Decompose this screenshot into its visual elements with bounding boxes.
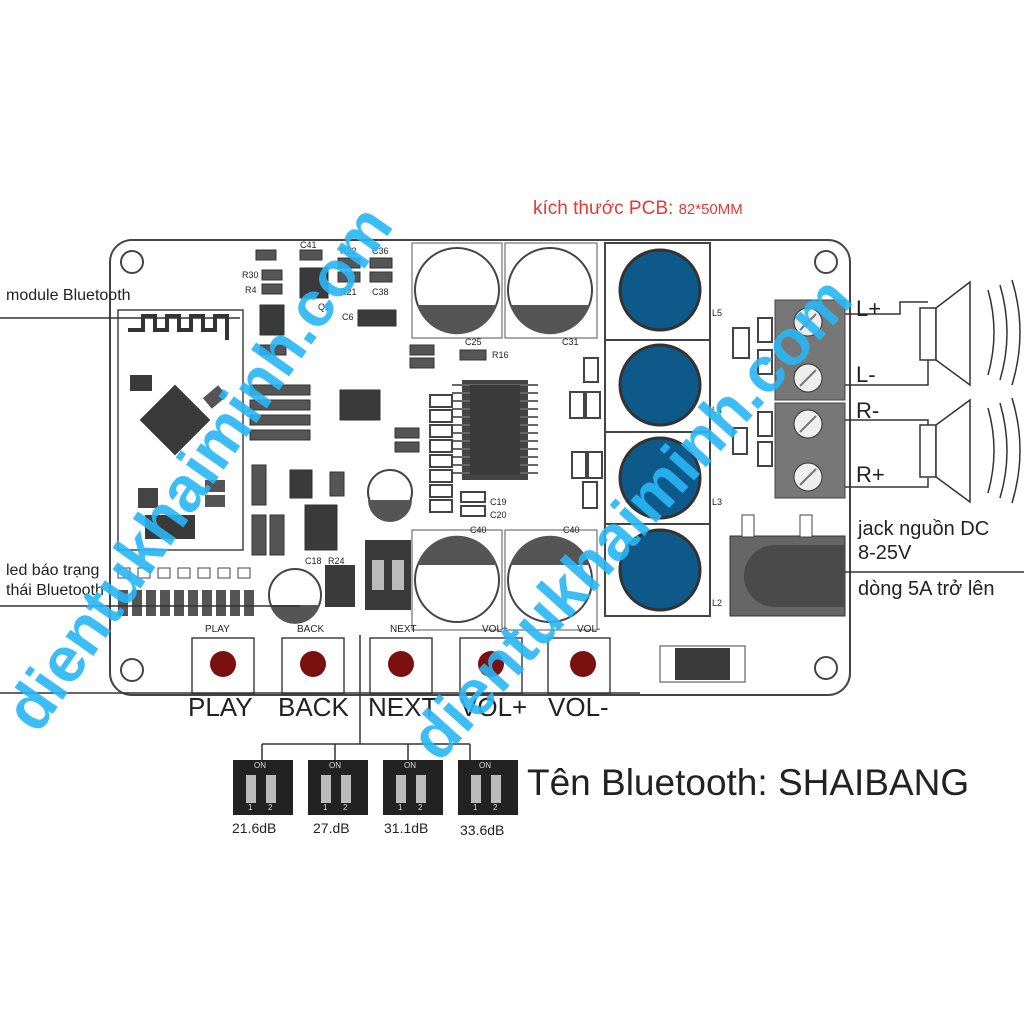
terminal-r-plus: R+ <box>856 462 885 487</box>
silk-next: NEXT <box>390 624 417 635</box>
screw-terminal-left <box>774 299 846 401</box>
silk-q2: Q2 <box>318 302 331 312</box>
silk-c38: C38 <box>372 287 389 297</box>
leader-lines <box>0 317 1024 760</box>
ic-small <box>325 565 355 607</box>
silk-vol-minus: VOL- <box>577 624 601 635</box>
switch-pos-1: 1 <box>398 803 403 812</box>
switch-pos-1: 1 <box>473 803 478 812</box>
gain-switch-31-1db <box>383 760 443 815</box>
status-leds <box>117 567 251 579</box>
silk-r30: R30 <box>242 270 259 280</box>
capacitor-c40 <box>504 529 598 631</box>
switch-on-label: ON <box>479 761 491 770</box>
silk-r22: R22 <box>340 246 357 256</box>
pcb-size-label: kích thước PCB: <box>533 198 674 219</box>
button-label-back: BACK <box>278 692 349 722</box>
bluetooth-name: Tên Bluetooth: SHAIBANG <box>527 762 970 803</box>
small-capacitor <box>367 469 413 522</box>
silk-c40-a: C40 <box>470 525 487 535</box>
dc-jack <box>729 514 846 617</box>
button-label-play: PLAY <box>188 692 253 722</box>
inductor-l5 <box>604 242 711 341</box>
pcb-size-value: 82*50MM <box>678 201 743 218</box>
switch-pos-2: 2 <box>493 803 498 812</box>
switch-pos-1: 1 <box>248 803 253 812</box>
button-label-vol-plus: VOL+ <box>460 692 528 722</box>
silk-play: PLAY <box>205 624 230 635</box>
mount-hole <box>814 250 838 274</box>
silk-l2: L2 <box>712 598 723 608</box>
pcb-size-title: kích thước PCB: 82*50MM <box>533 198 743 220</box>
silk-c40-b: C40 <box>563 525 580 535</box>
speaker-right <box>919 397 1021 504</box>
silk-r24: R24 <box>328 556 345 566</box>
silk-c6: C6 <box>342 312 354 322</box>
switch-pos-1: 1 <box>323 803 328 812</box>
resistor-column <box>429 394 486 517</box>
screw-terminal-right <box>774 402 846 499</box>
terminal-r-minus: R- <box>856 398 880 423</box>
small-capacitor <box>268 568 322 624</box>
button-label-next: NEXT <box>368 692 438 722</box>
mount-hole <box>120 658 144 682</box>
terminal-l-minus: L- <box>856 362 876 387</box>
silk-c18: C18 <box>305 556 322 566</box>
label-dc-jack-3: dòng 5A trở lên <box>858 578 995 600</box>
bluetooth-module <box>117 309 244 551</box>
silk-l3: L3 <box>712 497 723 507</box>
silk-c36: C36 <box>372 246 389 256</box>
label-led-status-2: thái Bluetooth <box>6 582 104 599</box>
silk-c41: C41 <box>300 240 317 250</box>
silk-r4: R4 <box>245 285 257 295</box>
silk-c31: C31 <box>562 337 579 347</box>
gain-label-27db: 27.dB <box>313 820 350 836</box>
amplifier-ic <box>452 380 538 480</box>
gain-label-21-6db: 21.6dB <box>232 820 277 836</box>
gain-label-33-6db: 33.6dB <box>460 822 505 838</box>
gain-label-31-1db: 31.1dB <box>384 820 429 836</box>
silk-l4: L4 <box>712 405 723 415</box>
inductor-l4 <box>604 339 711 433</box>
speaker-wiring <box>845 301 929 488</box>
label-led-status-1: led báo trạng <box>6 562 100 579</box>
gain-switch-27db <box>308 760 368 815</box>
button-label-vol-minus: VOL- <box>548 692 609 722</box>
switch-pos-2: 2 <box>343 803 348 812</box>
silk-vol-plus: VOL+ <box>482 624 508 635</box>
mount-hole <box>120 250 144 274</box>
smd-components-right <box>569 317 773 509</box>
label-dc-jack-2: 8-25V <box>858 542 912 564</box>
switch-on-label: ON <box>254 761 266 770</box>
onboard-dip-switch <box>365 540 411 610</box>
button-caps <box>210 651 596 677</box>
switch-pos-2: 2 <box>418 803 423 812</box>
mount-hole <box>814 656 838 680</box>
silk-r16: R16 <box>492 350 509 360</box>
label-dc-jack-1: jack nguồn DC <box>858 518 990 540</box>
switch-pos-2: 2 <box>268 803 273 812</box>
gain-switch-33-6db <box>458 760 518 815</box>
silk-c20: C20 <box>490 510 507 520</box>
switch-on-label: ON <box>404 761 416 770</box>
silk-r21: R21 <box>340 287 357 297</box>
silk-c25: C25 <box>465 337 482 347</box>
silk-l5: L5 <box>712 308 723 318</box>
terminal-l-plus: L+ <box>856 296 882 321</box>
capacitor-c31 <box>504 242 598 339</box>
label-bluetooth-module: module Bluetooth <box>6 287 131 304</box>
speaker-left <box>919 279 1021 387</box>
smd-resistor-row <box>118 590 254 616</box>
switch-on-label: ON <box>329 761 341 770</box>
gain-switch-21-6db <box>233 760 293 815</box>
silk-back: BACK <box>297 624 325 635</box>
capacitor-c25 <box>411 242 503 339</box>
capacitor-c40 <box>411 529 503 631</box>
smd-components <box>249 249 487 556</box>
fuse <box>659 645 746 683</box>
inductor-l2 <box>604 523 711 617</box>
silk-c19: C19 <box>490 497 507 507</box>
